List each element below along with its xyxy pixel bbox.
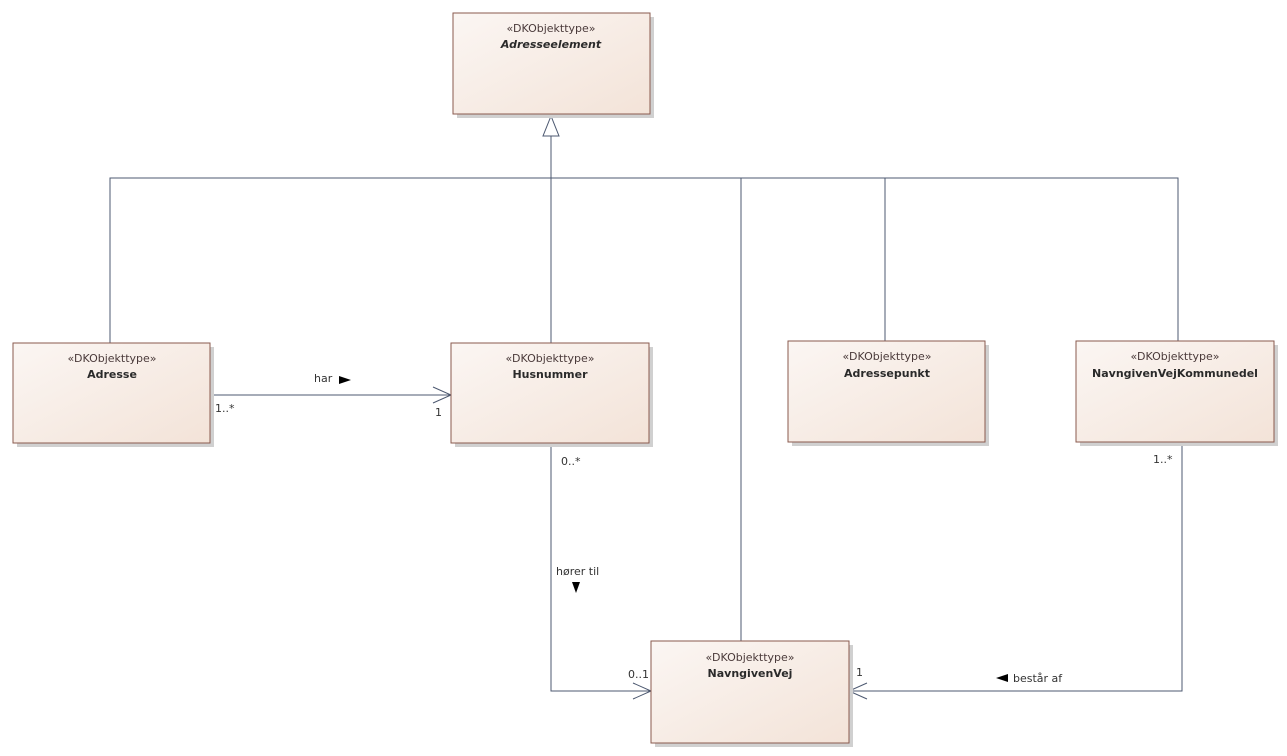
generalization-adresse[interactable] — [109, 177, 551, 343]
class-name: NavngivenVej — [708, 667, 793, 680]
direction-right-arrow-icon — [339, 376, 351, 384]
multiplicity-horer-til-source: 0..* — [561, 455, 581, 468]
association-bestar-af-label: består af — [1013, 672, 1063, 685]
class-adresseelement[interactable]: «DKObjekttype» Adresseelement — [452, 12, 654, 118]
class-adresse[interactable]: «DKObjekttype» Adresse — [12, 342, 214, 447]
class-stereotype: «DKObjekttype» — [67, 352, 156, 365]
class-name: NavngivenVejKommunedel — [1092, 367, 1258, 380]
association-har[interactable]: har 1..* 1 — [211, 372, 453, 419]
class-stereotype: «DKObjekttype» — [705, 651, 794, 664]
generalization-arrowhead-icon — [542, 114, 560, 137]
multiplicity-har-source: 1..* — [215, 402, 235, 415]
association-horer-til-label: hører til — [556, 565, 599, 578]
association-horer-til[interactable]: 0..* hører til 0..1 — [550, 444, 653, 700]
class-husnummer[interactable]: «DKObjekttype» Husnummer — [450, 342, 653, 447]
multiplicity-bestar-af-target: 1 — [856, 666, 863, 679]
class-stereotype: «DKObjekttype» — [505, 352, 594, 365]
direction-down-arrow-icon — [572, 582, 580, 593]
generalization-right-bus — [551, 177, 1179, 341]
class-stereotype: «DKObjekttype» — [842, 350, 931, 363]
association-bestar-af-line[interactable] — [849, 443, 1183, 692]
association-horer-til-line[interactable] — [550, 444, 651, 692]
direction-left-arrow-icon — [996, 674, 1008, 682]
generalization-lines — [109, 114, 1179, 641]
class-stereotype: «DKObjekttype» — [1130, 350, 1219, 363]
association-har-label: har — [314, 372, 333, 385]
class-name: Adresse — [87, 368, 137, 381]
class-name: Adresseelement — [500, 38, 602, 51]
multiplicity-horer-til-target: 0..1 — [628, 668, 649, 681]
class-stereotype: «DKObjekttype» — [506, 22, 595, 35]
class-navngivenvej[interactable]: «DKObjekttype» NavngivenVej — [650, 640, 853, 747]
multiplicity-bestar-af-source: 1..* — [1153, 453, 1173, 466]
class-navngivenvejkommunedel[interactable]: «DKObjekttype» NavngivenVejKommunedel — [1075, 340, 1278, 446]
class-name: Adressepunkt — [844, 367, 930, 380]
class-name: Husnummer — [512, 368, 588, 381]
association-bestar-af[interactable]: 1..* består af 1 — [847, 443, 1183, 700]
class-adressepunkt[interactable]: «DKObjekttype» Adressepunkt — [787, 340, 989, 446]
multiplicity-har-target: 1 — [435, 406, 442, 419]
